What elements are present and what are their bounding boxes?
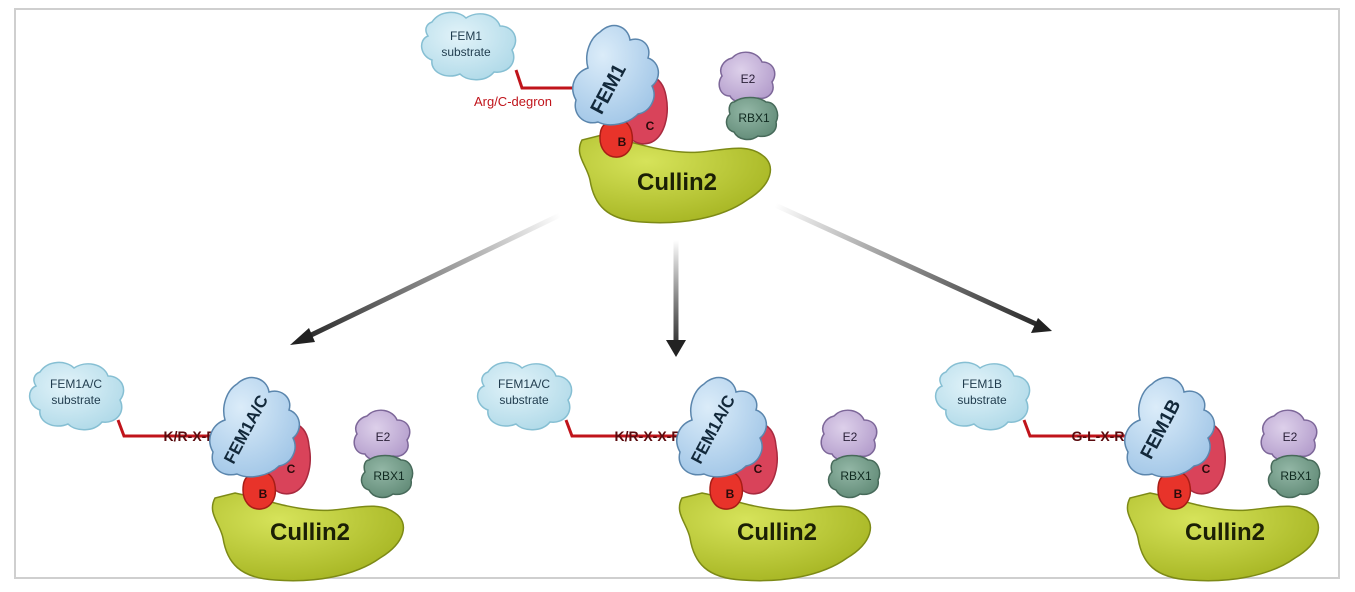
complex3-fem1b (1124, 376, 1216, 478)
arrow-right (773, 202, 1052, 333)
complex2-b-label: B (726, 487, 735, 501)
top-e2-label: E2 (741, 72, 756, 86)
complex1-c-label: C (287, 462, 296, 476)
top-c-label: C (646, 119, 655, 133)
complex1-rbx1 (360, 454, 414, 499)
top-substrate-blob (420, 11, 517, 81)
complex2-substrate-line2: substrate (499, 393, 549, 407)
complex2-substrate-blob (476, 361, 573, 431)
complex-fem1ac-krxxr: FEM1A/C substrate K/R-X-X-R FEM1A/C B C … (476, 361, 881, 582)
complex1-substrate-line1: FEM1A/C (50, 377, 102, 391)
complex1-elongin-b (242, 470, 277, 510)
top-fem1 (572, 24, 660, 126)
complex1-motif-line (116, 419, 215, 438)
top-substrate-line1: FEM1 (450, 29, 482, 43)
top-cullin2-label: Cullin2 (637, 169, 717, 196)
complex1-motif-label: K/R-X-R (164, 428, 217, 444)
complex1-b-label: B (259, 487, 268, 501)
complex2-rbx1 (827, 454, 881, 499)
complex1-rbx1-label: RBX1 (373, 469, 405, 483)
top-elongin-b (599, 118, 634, 158)
complex3-substrate-line1: FEM1B (962, 377, 1002, 391)
complex1-e2-label: E2 (376, 430, 391, 444)
top-complex: FEM1 substrate Arg/C-degron FEM1 B C E2 … (420, 11, 779, 224)
complex2-cullin2-label: Cullin2 (737, 519, 817, 546)
arrow-left (290, 212, 562, 345)
complex3-elongin-b (1157, 470, 1192, 510)
complex3-rbx1 (1267, 454, 1321, 499)
complex-fem1b-glxr: FEM1B substrate G-L-X-R FEM1B B C E2 RBX… (934, 361, 1321, 582)
complex2-substrate-line1: FEM1A/C (498, 377, 550, 391)
complex2-motif-label: K/R-X-X-R (615, 428, 682, 444)
top-degron-label: Arg/C-degron (474, 94, 552, 109)
complex2-c-label: C (754, 462, 763, 476)
complex3-substrate-line2: substrate (957, 393, 1007, 407)
top-rbx1 (725, 96, 779, 141)
complex2-fem1ac (676, 376, 768, 478)
complex3-b-label: B (1174, 487, 1183, 501)
top-b-label: B (618, 135, 627, 149)
complex1-cullin2 (211, 492, 405, 582)
complex1-substrate-blob (28, 361, 125, 431)
complex2-e2-label: E2 (843, 430, 858, 444)
top-rbx1-label: RBX1 (738, 111, 770, 125)
complex3-c-label: C (1202, 462, 1211, 476)
complex1-fem1ac (209, 376, 301, 478)
complex1-substrate-line2: substrate (51, 393, 101, 407)
complex3-cullin2-label: Cullin2 (1185, 519, 1265, 546)
top-degron-line (514, 69, 586, 90)
complex3-substrate-blob (934, 361, 1031, 431)
complex-fem1ac-krxr: FEM1A/C substrate K/R-X-R FEM1A/C B C E2… (28, 361, 414, 582)
complex3-e2-label: E2 (1283, 430, 1298, 444)
complex3-cullin2 (1126, 492, 1320, 582)
complex3-motif-label: G-L-X-R (1072, 428, 1125, 444)
arrow-middle (666, 240, 686, 357)
complex2-cullin2 (678, 492, 872, 582)
top-cullin2 (578, 134, 772, 224)
complex2-motif-line (564, 419, 690, 438)
complex1-cullin2-label: Cullin2 (270, 519, 350, 546)
complex2-rbx1-label: RBX1 (840, 469, 872, 483)
complex3-motif-line (1022, 419, 1135, 438)
top-substrate-line2: substrate (441, 45, 491, 59)
complex2-elongin-b (709, 470, 744, 510)
complex3-rbx1-label: RBX1 (1280, 469, 1312, 483)
